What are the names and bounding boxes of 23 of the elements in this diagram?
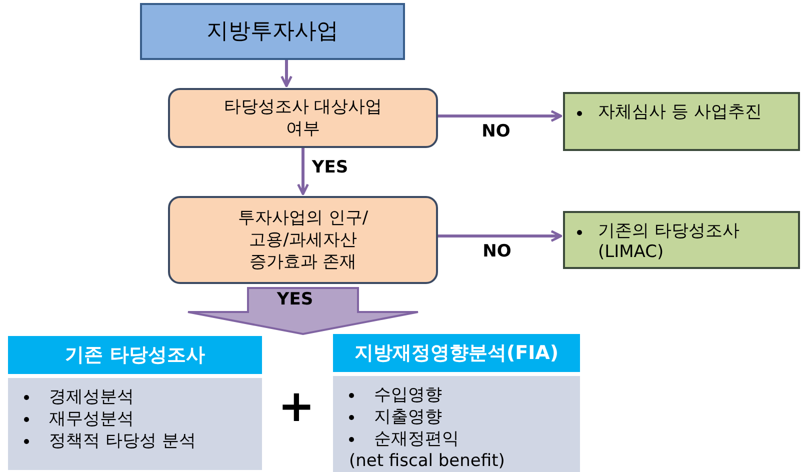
arrow — [438, 110, 562, 122]
result-box — [563, 92, 800, 151]
panel-heading: 지방재정영향분석(FIA) — [333, 334, 580, 372]
list-item-text: 수입영향 — [374, 384, 442, 406]
list-item-text: 순재정편익 — [374, 428, 459, 450]
list-item-text: 재무성분석 — [49, 408, 134, 430]
result-text: 기존의 타당성조사 (LIMAC) — [598, 221, 740, 263]
arrow — [297, 148, 309, 196]
result-box — [563, 211, 800, 269]
result-text: 자체심사 등 사업추진 — [598, 102, 762, 123]
process-box: 지방투자사업 — [140, 3, 405, 60]
list-item-text: 정책적 타당성 분석 — [49, 430, 196, 452]
plus-sign: + — [278, 385, 315, 429]
edge-label: YES — [276, 288, 314, 312]
list-item-text: 경제성분석 — [49, 386, 134, 408]
list-item-text: (net fiscal benefit) — [349, 450, 505, 472]
decision-box: 투자사업의 인구/고용/과세자산 증가효과 존재 — [168, 196, 438, 284]
arrow — [438, 230, 562, 242]
list-item-text: 지출영향 — [374, 406, 442, 428]
arrow — [280, 60, 292, 88]
decision-box: 타당성조사 대상사업 여부 — [168, 88, 438, 148]
block-arrow — [187, 287, 419, 336]
panel-heading: 기존 타당성조사 — [8, 336, 262, 374]
